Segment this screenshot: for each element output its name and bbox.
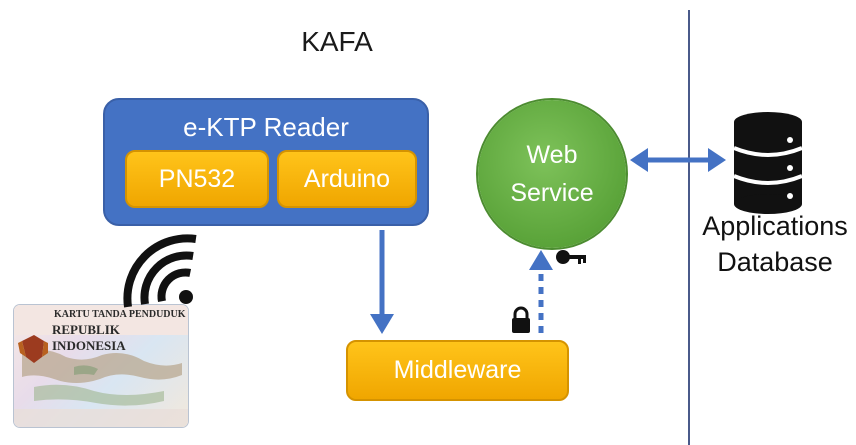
web-service-line1: Web — [526, 141, 578, 169]
arduino-block: Arduino — [277, 150, 417, 208]
reader-to-middleware-arrow — [370, 230, 394, 334]
middleware-to-webservice-arrow — [529, 250, 553, 333]
web-service-line2: Service — [510, 179, 594, 207]
lock-icon — [512, 306, 530, 333]
diagram-title: KAFA — [301, 26, 373, 57]
divider-line — [688, 10, 690, 445]
card-title-line2: REPUBLIK INDONESIA — [52, 322, 126, 353]
database-label: Applications Database — [700, 208, 850, 280]
wifi-icon — [123, 234, 197, 308]
garuda-emblem — [18, 335, 48, 363]
id-card-image: KARTU TANDA PENDUDUK REPUBLIK INDONESIA — [14, 305, 188, 427]
database-label-line2: Database — [717, 247, 833, 277]
key-icon — [556, 250, 586, 264]
database-label-line1: Applications — [702, 211, 848, 241]
middleware-block: Middleware — [346, 340, 569, 401]
web-service-node: Web Service — [478, 100, 626, 248]
card-map-graphic — [14, 305, 188, 427]
database-icon — [733, 112, 803, 214]
pn532-block: PN532 — [125, 150, 269, 208]
card-title-line1: KARTU TANDA PENDUDUK — [54, 309, 186, 320]
webservice-database-arrow — [630, 148, 726, 172]
ektp-reader-box: e-KTP Reader PN532 Arduino — [103, 98, 429, 226]
ektp-reader-label: e-KTP Reader — [183, 112, 349, 142]
